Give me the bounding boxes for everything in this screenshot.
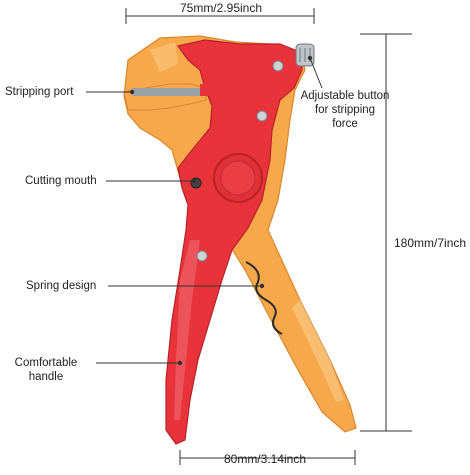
adjustable-button-label: Adjustable button for stripping force xyxy=(290,89,400,131)
comfortable-handle-line2: handle xyxy=(28,371,64,383)
spring xyxy=(245,261,283,335)
comfortable-handle-line1: Comfortable xyxy=(14,357,78,369)
height-label: 180mm/7inch xyxy=(394,236,467,250)
adjustable-knob xyxy=(295,43,315,67)
adjustable-line3: force xyxy=(332,118,358,130)
pointer-dots xyxy=(129,55,313,366)
adjustable-line2: for stripping xyxy=(314,104,376,116)
pointer-lines xyxy=(86,57,323,364)
top-width-label: 75mm/2.95inch xyxy=(179,1,263,15)
cutting-mouth-label: Cutting mouth xyxy=(25,175,97,187)
stripping-jaw xyxy=(123,83,212,111)
red-handle xyxy=(165,39,303,445)
spring-design-label: Spring design xyxy=(26,280,97,292)
bottom-width-label: 80mm/3.14inch xyxy=(223,452,307,466)
pointer-adjustable xyxy=(309,57,323,89)
adjustable-line1: Adjustable button xyxy=(300,90,390,102)
stripping-port-label: Stripping port xyxy=(5,86,74,98)
comfortable-handle-label: Comfortable handle xyxy=(6,356,86,384)
dimension-lines xyxy=(125,8,412,465)
